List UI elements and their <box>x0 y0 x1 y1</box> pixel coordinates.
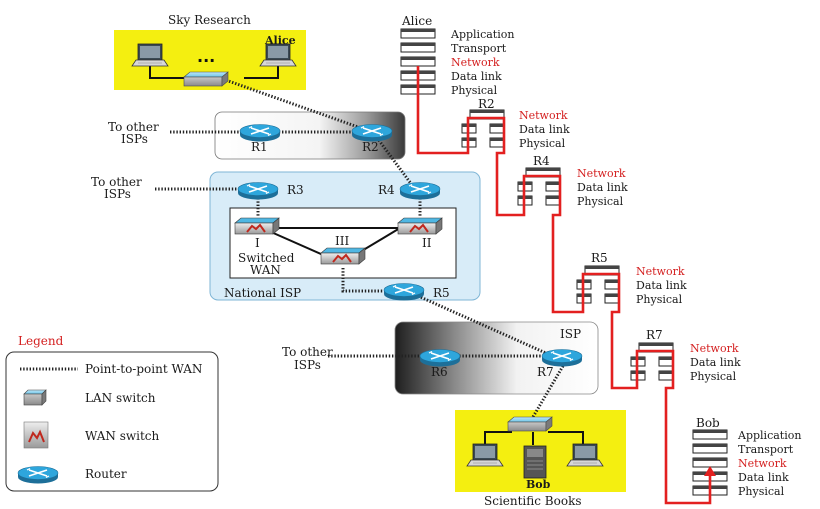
scientific-books-label: Scientific Books <box>484 494 582 508</box>
r2-layer-network: Network <box>519 109 568 122</box>
bob-layer-datalink: Data link <box>738 471 789 484</box>
bob-layer-transport: Transport <box>738 443 794 456</box>
r2-layer-physical: Physical <box>519 137 566 150</box>
r4-layer-network: Network <box>577 167 626 180</box>
to-other-isps-c-1: To other <box>282 345 333 359</box>
legend-item-wan-switch: WAN switch <box>85 429 160 443</box>
bob-layer-application: Application <box>737 429 801 442</box>
r7-protocol-stack: R7 Network Data link Physical <box>630 328 741 383</box>
router-label-r2: R2 <box>362 140 379 154</box>
bob-layer-physical: Physical <box>738 485 785 498</box>
packet-path <box>416 66 712 505</box>
r4-stack-title: R4 <box>533 154 550 168</box>
wan-switch-label-3: III <box>335 234 349 248</box>
alice-layer-datalink: Data link <box>451 70 502 83</box>
alice-layer-transport: Transport <box>451 42 507 55</box>
wan-switch-icon <box>397 217 443 235</box>
router-icon <box>239 123 281 143</box>
bob-site-label: Bob <box>526 478 551 491</box>
router-label-r3: R3 <box>287 183 304 197</box>
lan-switch-icon <box>23 389 47 406</box>
router-icon <box>383 282 425 302</box>
alice-stack-title: Alice <box>401 14 432 28</box>
ellipsis-label: ... <box>197 47 215 66</box>
alice-layer-physical: Physical <box>451 84 498 97</box>
national-isp-label: National ISP <box>224 286 301 300</box>
r7-layer-physical: Physical <box>690 370 737 383</box>
switched-wan-label-2: WAN <box>250 263 281 277</box>
alice-layer-application: Application <box>450 28 514 41</box>
router-label-r1: R1 <box>251 140 268 154</box>
router-label-r5: R5 <box>433 286 450 300</box>
r7-layer-datalink: Data link <box>690 356 741 369</box>
router-icon <box>17 465 59 485</box>
link-sw3-r5 <box>341 268 390 293</box>
wan-switch-icon <box>234 217 280 235</box>
r5-layer-physical: Physical <box>636 293 683 306</box>
switched-wan-label-1: Switched <box>238 251 295 265</box>
to-other-isps-a-2: ISPs <box>121 132 148 146</box>
sky-research-lan-wires <box>149 64 279 79</box>
r4-layer-physical: Physical <box>577 195 624 208</box>
packet-arrow-icon <box>704 466 716 476</box>
router-icon <box>351 123 393 143</box>
r2-protocol-stack: R2 Network Data link Physical <box>461 97 570 150</box>
wan-switch-icon <box>23 421 49 449</box>
alice-layer-network: Network <box>451 56 500 69</box>
router-icon <box>419 348 461 368</box>
link-alice-r2 <box>219 76 373 134</box>
router-icon <box>237 181 279 201</box>
r5-stack-title: R5 <box>591 251 608 265</box>
r2-stack-title: R2 <box>478 97 495 111</box>
router-label-r4: R4 <box>378 183 395 197</box>
to-other-isps-a-1: To other <box>108 120 159 134</box>
legend-item-lan-switch: LAN switch <box>85 391 156 405</box>
r4-protocol-stack: R4 Network Data link Physical <box>517 154 628 208</box>
bob-protocol-stack: Bob Application Transport Network Data l… <box>692 416 801 498</box>
to-other-isps-b-1: To other <box>91 175 142 189</box>
alice-protocol-stack: Alice Application Transport Network Data… <box>400 14 514 97</box>
wan-switch-label-2: II <box>422 236 432 250</box>
to-other-isps-b-2: ISPs <box>104 187 131 201</box>
legend-box <box>5 351 219 492</box>
legend-item-wan: Point-to-point WAN <box>85 362 202 376</box>
lan-switch-icon <box>183 71 229 87</box>
r2-layer-datalink: Data link <box>519 123 570 136</box>
router-label-r7: R7 <box>537 365 554 379</box>
wan-switch-label-1: I <box>255 236 260 250</box>
router-icon <box>399 181 441 201</box>
r5-layer-datalink: Data link <box>636 279 687 292</box>
legend-item-router: Router <box>85 467 127 481</box>
router-label-r6: R6 <box>431 365 448 379</box>
bob-layer-network: Network <box>738 457 787 470</box>
r7-layer-network: Network <box>690 342 739 355</box>
server-icon <box>523 445 547 479</box>
isp-cloud <box>394 321 599 395</box>
r4-layer-datalink: Data link <box>577 181 628 194</box>
r5-layer-network: Network <box>636 265 685 278</box>
router-icon <box>541 348 583 368</box>
legend-title: Legend <box>18 334 64 348</box>
r7-stack-title: R7 <box>646 328 663 342</box>
sky-research-label: Sky Research <box>168 13 251 27</box>
regional-isp-cloud <box>214 111 406 160</box>
link-r7-bob <box>528 365 565 423</box>
r5-protocol-stack: R5 Network Data link Physical <box>576 251 687 306</box>
wan-switch-icon <box>320 247 366 265</box>
isp-label: ISP <box>560 327 581 341</box>
to-other-isps-c-2: ISPs <box>294 358 321 372</box>
lan-switch-icon <box>507 416 553 432</box>
link-r2-r4 <box>373 134 414 186</box>
bob-stack-title: Bob <box>696 416 720 430</box>
